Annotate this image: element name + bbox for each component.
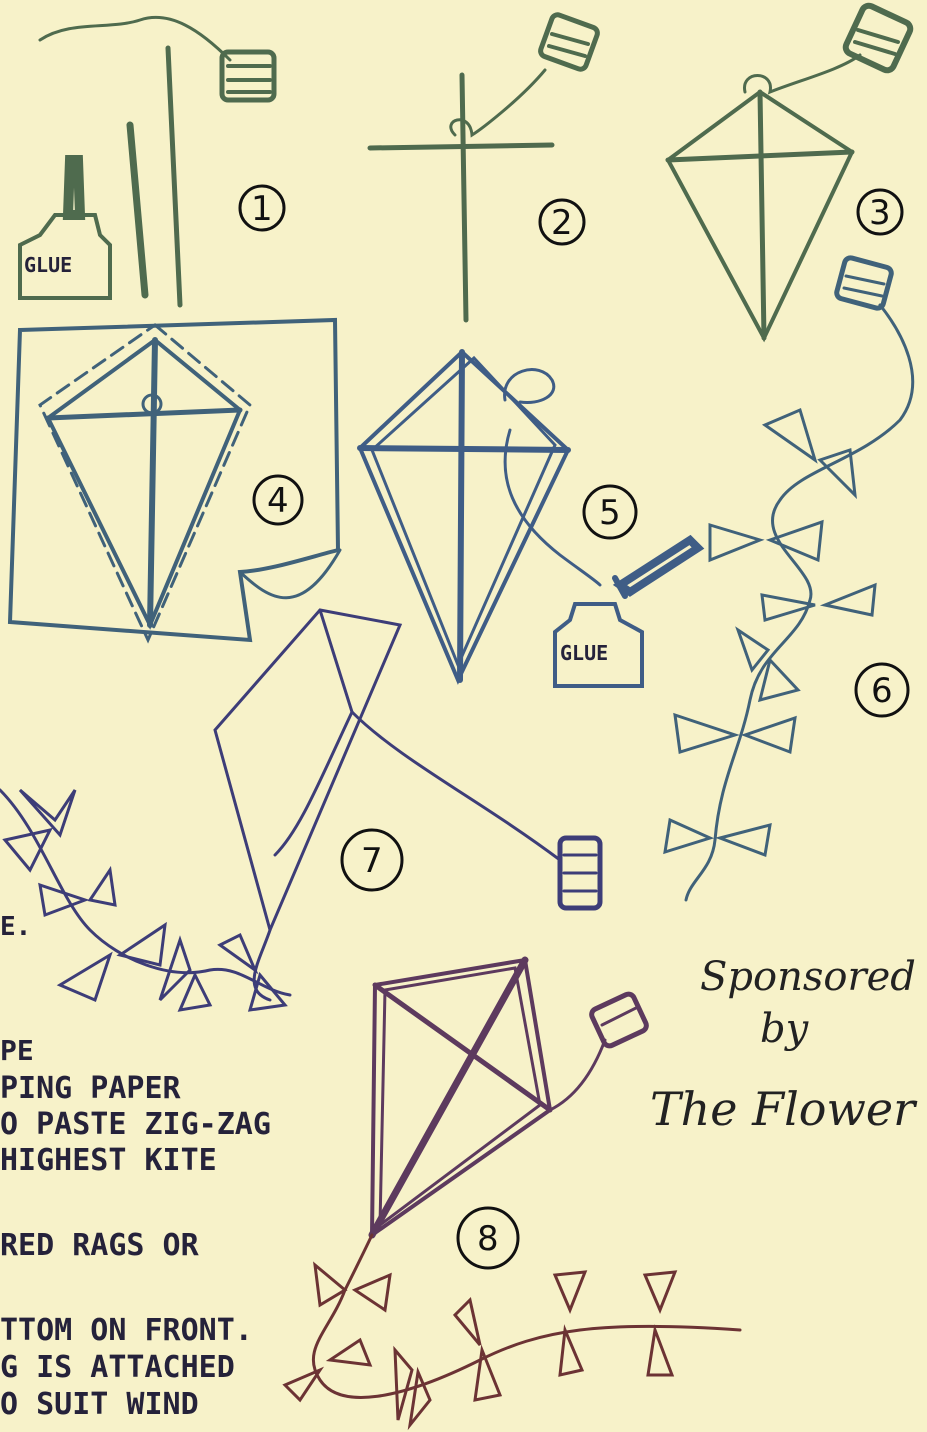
step-5-sketch — [360, 352, 698, 686]
instruction-line: E. — [0, 912, 31, 942]
thread-spool-icon — [560, 838, 600, 908]
instruction-line: PE — [0, 1034, 34, 1067]
step-8-number: 8 — [477, 1219, 499, 1259]
bow-tie-tail — [665, 410, 875, 855]
thread-spool-icon — [835, 257, 892, 310]
step-4-number: 4 — [267, 481, 289, 521]
instruction-line: PING PAPER — [0, 1071, 182, 1106]
sponsor-line-2: by — [760, 1006, 810, 1052]
instruction-line: HIGHEST KITE — [0, 1143, 217, 1178]
instruction-line: O PASTE ZIG-ZAG — [0, 1107, 271, 1142]
instruction-line: RED RAGS OR — [0, 1228, 200, 1263]
thread-spool-icon — [539, 13, 599, 71]
step-3-sketch — [668, 3, 913, 338]
step-7-sketch — [0, 610, 600, 1010]
instruction-line: G IS ATTACHED — [0, 1350, 235, 1385]
thread-spool-icon — [590, 992, 649, 1048]
sponsor-line-3: The Flower Lady — [650, 1082, 927, 1136]
step-2-sketch — [370, 13, 599, 320]
step-6-sketch — [665, 257, 913, 900]
glue-label-step-1: GLUE — [24, 253, 72, 277]
sponsor-line-1: Sponsored — [700, 954, 916, 1000]
paintbrush-icon — [615, 540, 698, 596]
step-3-number: 3 — [869, 193, 891, 233]
instructions-text: E. PE PING PAPER O PASTE ZIG-ZAG HIGHEST… — [0, 912, 271, 1422]
sponsor-credit: Sponsored by The Flower Lady — [650, 954, 927, 1136]
instruction-line: O SUIT WIND — [0, 1387, 199, 1422]
step-5-number: 5 — [599, 493, 621, 533]
glue-bottle-icon — [20, 160, 110, 298]
step-6-number: 6 — [871, 671, 893, 711]
instruction-line: TTOM ON FRONT. — [0, 1313, 253, 1348]
bow-tie-tail — [285, 1265, 675, 1425]
step-2-number: 2 — [551, 203, 573, 243]
step-8-sketch — [285, 960, 740, 1425]
step-1-number: 1 — [251, 189, 273, 229]
thread-spool-icon — [843, 3, 912, 72]
glue-label-step-5: GLUE — [560, 641, 608, 665]
step-7-number: 7 — [361, 841, 383, 881]
